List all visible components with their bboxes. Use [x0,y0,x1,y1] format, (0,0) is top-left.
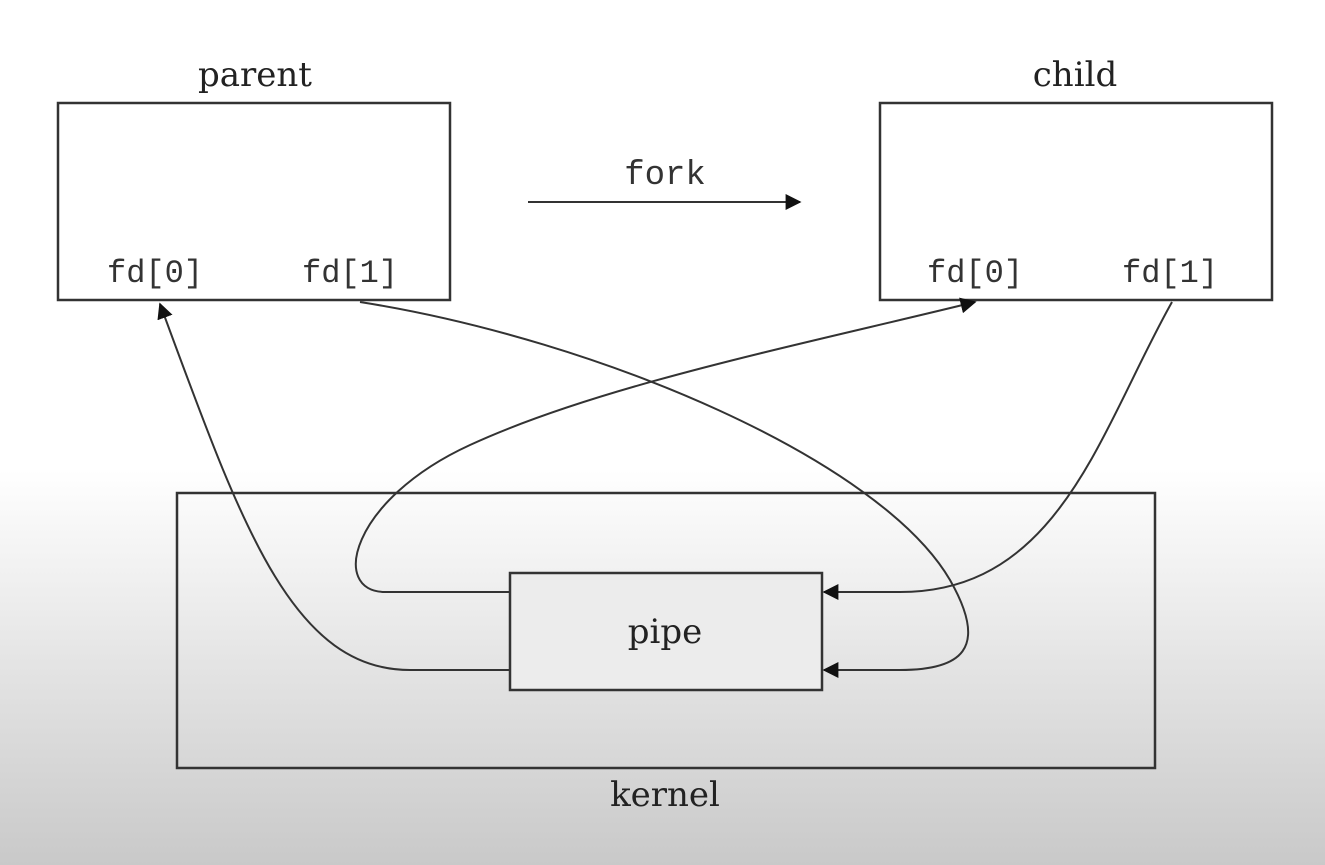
fork-label: fork [624,157,706,195]
parent-fd0-label: fd[0] [107,255,203,292]
child-process-box [878,101,1274,302]
pipe-box [508,571,824,692]
parent-fd1-to-pipe-arrow [359,301,970,678]
child-fd0-label: fd[0] [927,255,1023,292]
parent-fd1-label: fd[1] [302,255,398,292]
pipe-to-parent-fd0-arrow [157,302,510,671]
child-fd1-label: fd[1] [1122,255,1218,292]
parent-label: parent [198,55,312,95]
child-fd1-to-pipe-arrow [822,301,1173,600]
kernel-label: kernel [610,775,720,815]
pipe-to-child-fd0-arrow [354,297,977,593]
kernel-box [175,491,1157,770]
parent-process-box [56,101,452,302]
pipe-label: pipe [628,612,703,652]
child-label: child [1033,55,1117,95]
